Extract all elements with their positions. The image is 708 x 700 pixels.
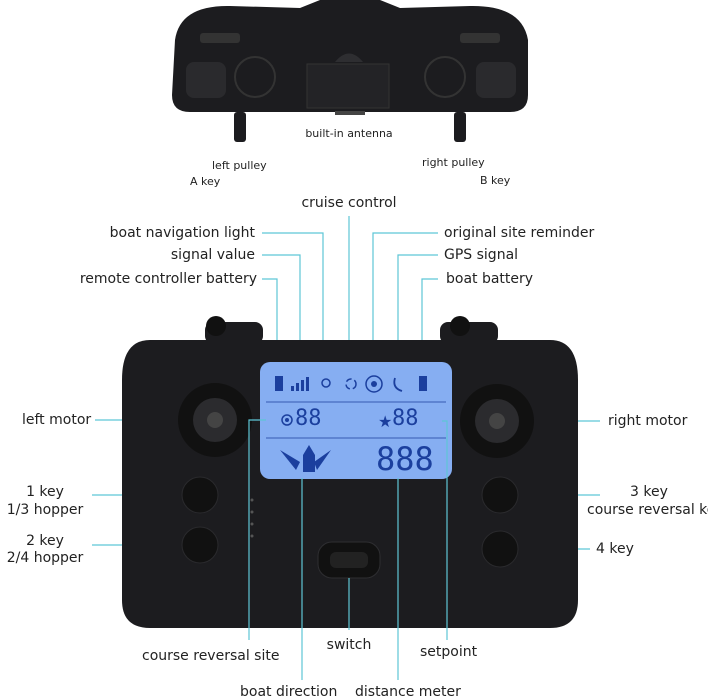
controller-front-view: ★ bbox=[122, 316, 578, 628]
label-right-motor: right motor bbox=[608, 413, 688, 429]
label-built-in-antenna: built-in antenna bbox=[305, 127, 393, 140]
label-boat-navigation-light: boat navigation light bbox=[109, 225, 255, 241]
label-boat-battery: boat battery bbox=[446, 271, 534, 287]
label-key2: 2 key bbox=[26, 533, 64, 549]
label-right-pulley: right pulley bbox=[422, 156, 485, 169]
line-gps bbox=[397, 254, 438, 372]
label-course-reversal-site: course reversal site bbox=[142, 648, 280, 664]
label-key1: 1 key bbox=[26, 484, 64, 500]
label-signal-value: signal value bbox=[170, 247, 255, 263]
label-boat-direction: boat direction bbox=[240, 684, 338, 700]
lcd-distance-digits: 888 bbox=[376, 440, 434, 478]
label-original-site-reminder: original site reminder bbox=[444, 225, 595, 241]
label-key3: 3 key bbox=[630, 484, 668, 500]
line-course-reversal-site bbox=[248, 419, 266, 640]
label-switch: switch bbox=[326, 637, 372, 653]
controller-top-view bbox=[172, 0, 528, 142]
label-b-key: B key bbox=[480, 174, 511, 187]
label-distance-meter: distance meter bbox=[355, 684, 461, 700]
label-gps-signal: GPS signal bbox=[444, 247, 519, 263]
label-left-pulley: left pulley bbox=[212, 159, 267, 172]
label-remote-controller-battery: remote controller battery bbox=[79, 271, 257, 287]
label-key4: 4 key bbox=[596, 541, 634, 557]
label-a-key: A key bbox=[190, 175, 221, 188]
lcd-right-digits: 88 bbox=[392, 406, 419, 431]
label-course-reversal-key: course reversal key bbox=[587, 502, 708, 518]
line-setpoint bbox=[442, 420, 448, 640]
line-nav-light bbox=[262, 232, 324, 370]
line-signal bbox=[262, 254, 301, 372]
lcd-left-digits: 88 bbox=[295, 406, 322, 431]
label-key2-hopper: 2/4 hopper bbox=[6, 550, 84, 566]
label-cruise-control: cruise control bbox=[301, 195, 397, 211]
line-site-reminder bbox=[372, 232, 438, 370]
svg-text:★: ★ bbox=[378, 412, 392, 431]
label-key1-hopper: 1/3 hopper bbox=[6, 502, 84, 518]
leader-lines-lower bbox=[248, 419, 448, 680]
label-setpoint: setpoint bbox=[420, 644, 478, 660]
label-left-motor: left motor bbox=[22, 412, 92, 428]
